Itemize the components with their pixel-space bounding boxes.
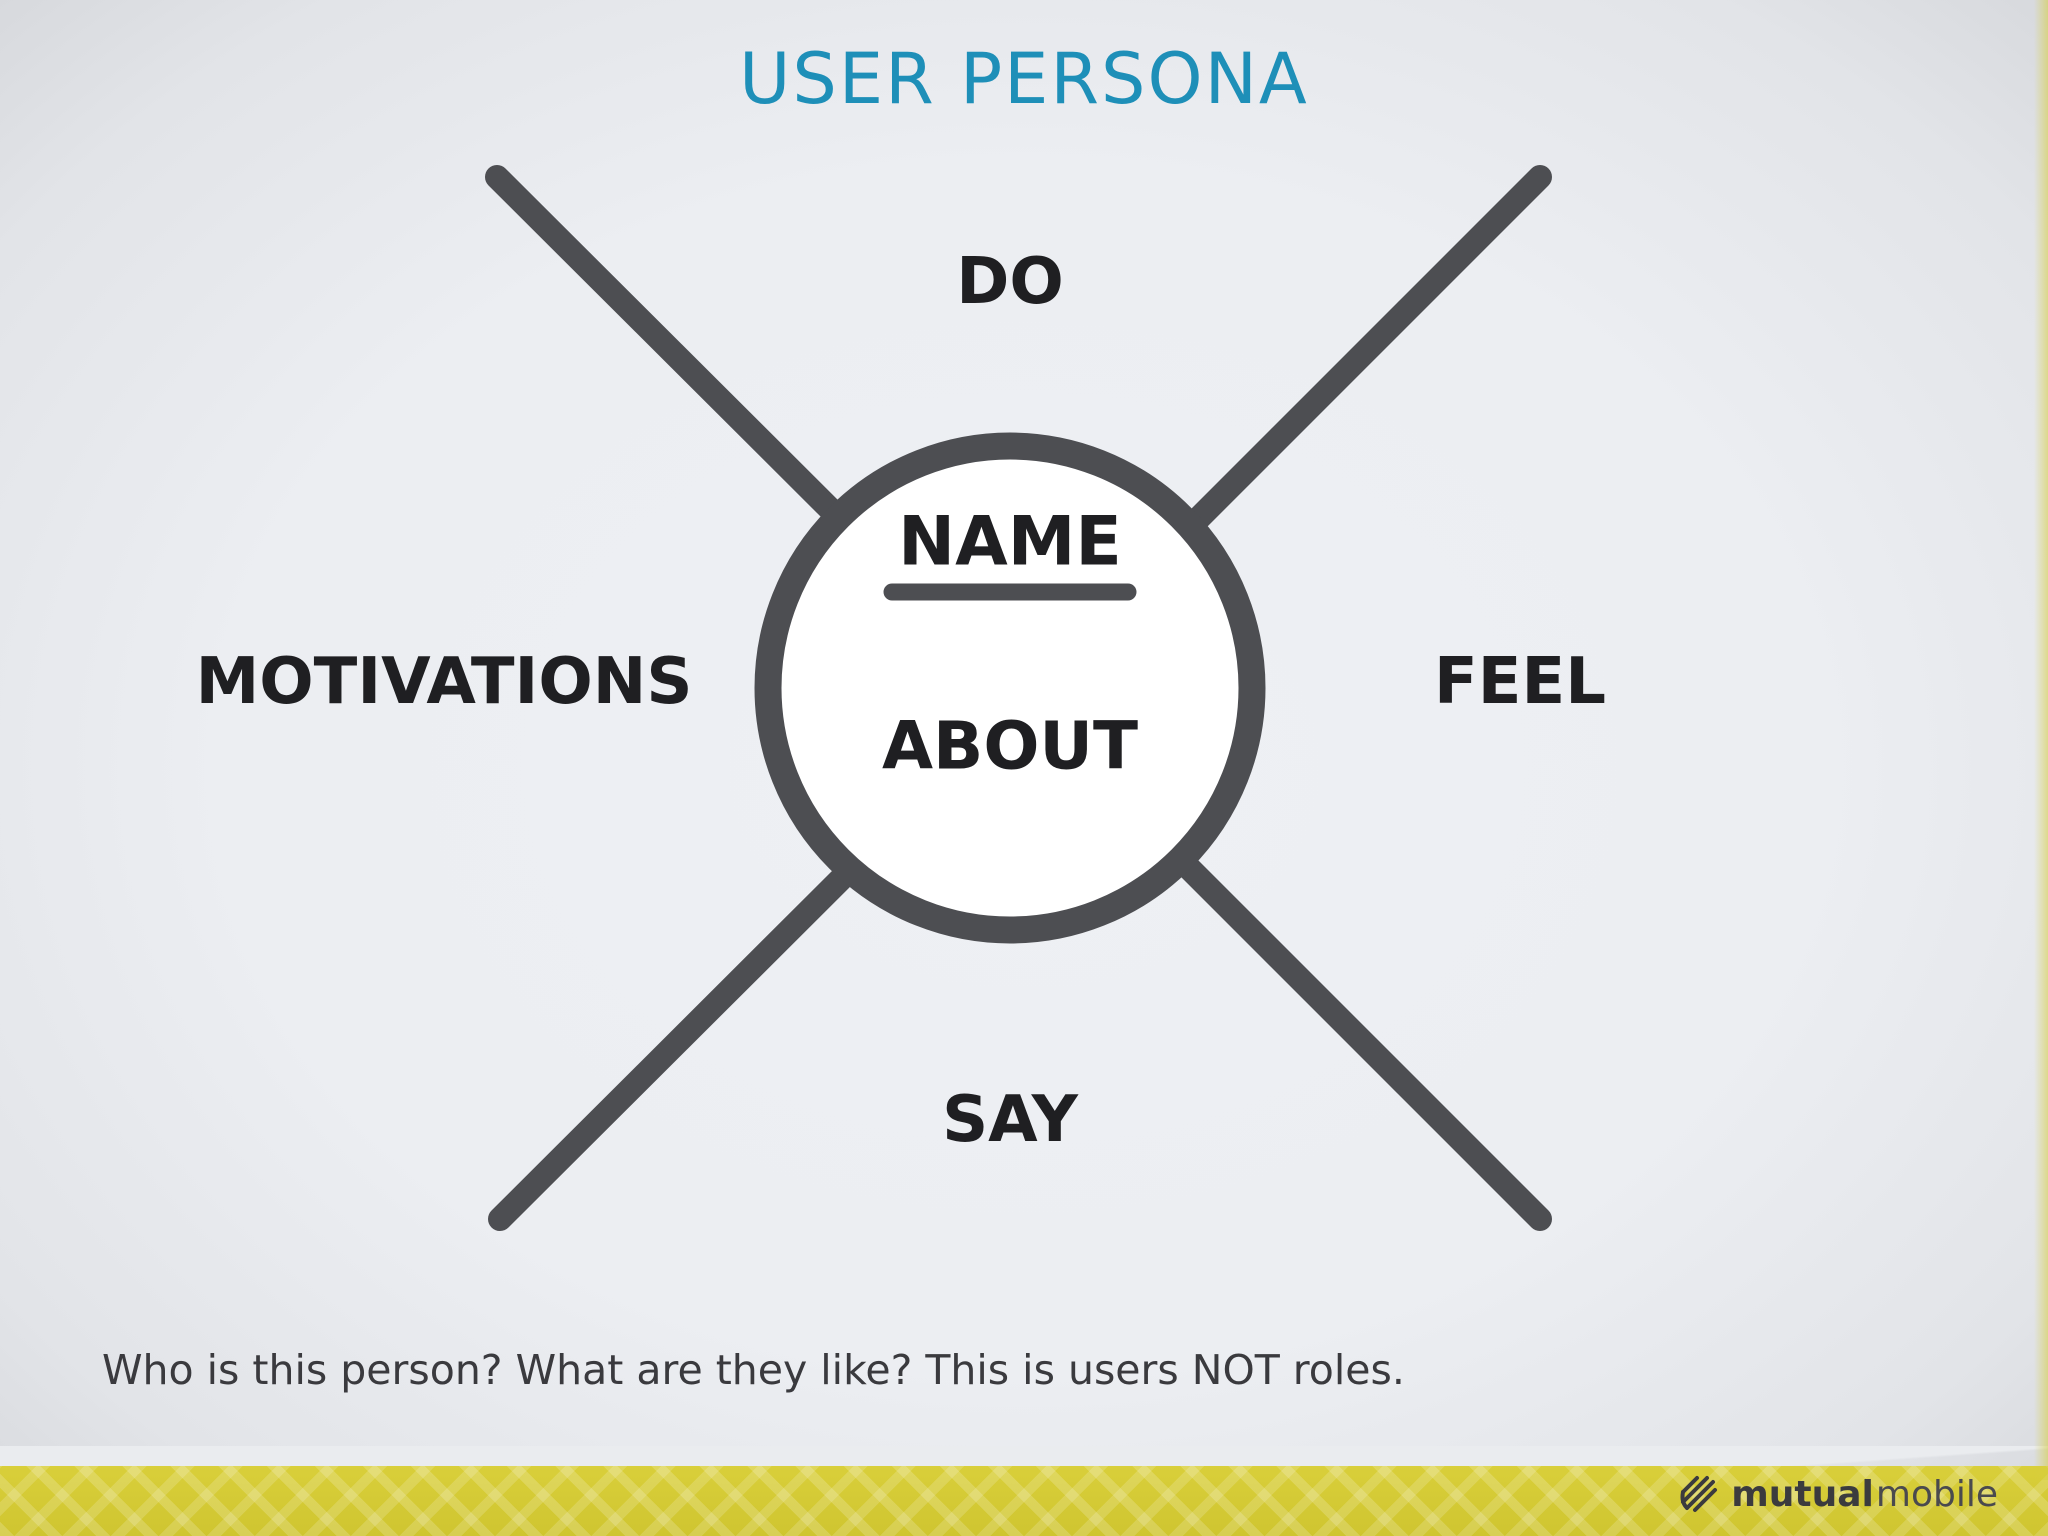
center-circle [754,432,1266,944]
brand-word-mobile: mobile [1875,1473,1998,1515]
brand-logo: mutual mobile [1677,1472,1998,1516]
quadrant-label-do: DO [956,245,1064,319]
brand-word-mutual: mutual [1731,1473,1874,1515]
caption-text: Who is this person? What are they like? … [102,1346,1405,1394]
diagonal-line-top-left [485,165,847,526]
center-label-name: NAME [898,502,1122,582]
page-edge [2034,0,2048,1480]
diagonal-line-bottom-left [488,860,860,1231]
mutualmobile-logo-icon [1680,1476,1718,1512]
center-label-about: ABOUT [881,707,1139,785]
slide-title: USER PERSONA [739,38,1309,120]
quadrant-label-feel: FEEL [1434,645,1606,719]
diagonal-line-bottom-right [1172,851,1552,1231]
quadrant-label-say: SAY [942,1083,1078,1157]
diagonal-line-top-right [1178,165,1552,539]
quadrant-label-motivations: MOTIVATIONS [195,645,693,719]
